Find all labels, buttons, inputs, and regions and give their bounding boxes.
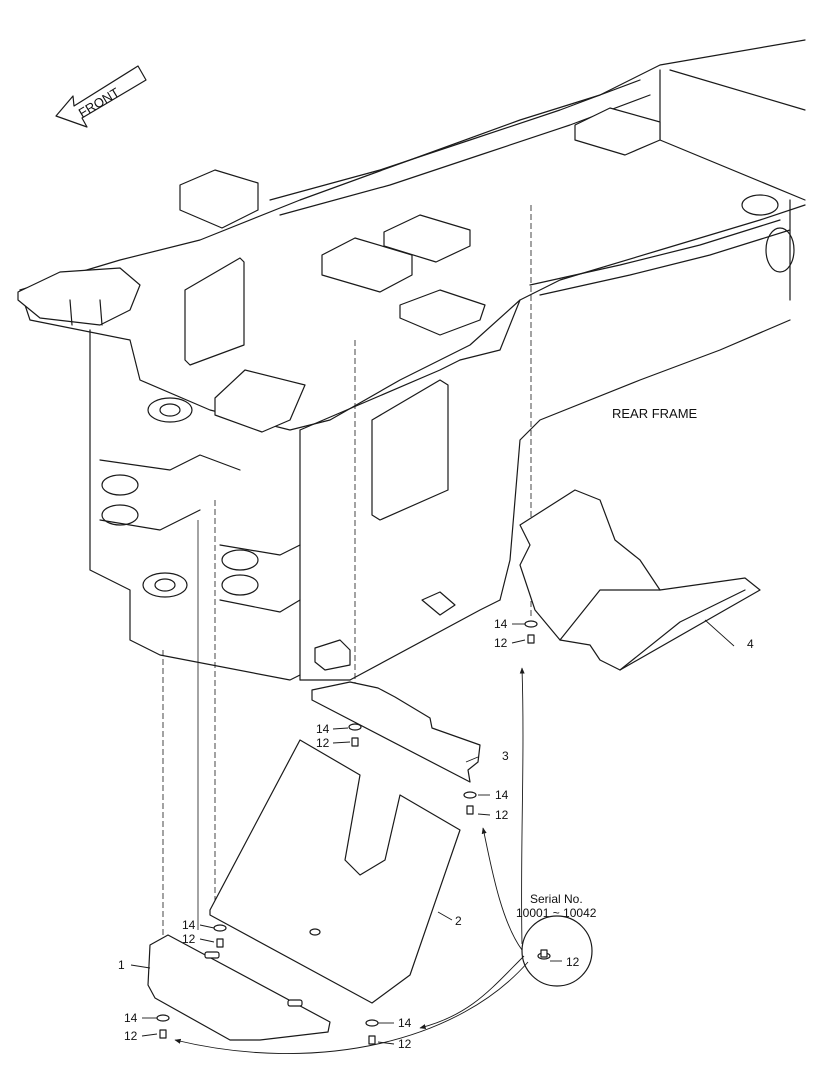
fastener-set-3b (463, 791, 477, 815)
part-2-plate (209, 739, 461, 1004)
callout-part-3: 3 (502, 749, 509, 763)
serial-number-caption: Serial No. (530, 892, 583, 906)
callout-part-2: 2 (455, 914, 462, 928)
callout-washer-set4: 14 (494, 617, 508, 631)
serial-number-range: 10001 ~ 10042 (516, 906, 597, 920)
callout-washer-set2: 14 (182, 918, 196, 932)
washer-14 (524, 620, 538, 628)
fastener-set-4 (524, 620, 538, 644)
part-3-plate (311, 681, 481, 783)
callout-washer-set1: 14 (124, 1011, 138, 1025)
callout-leaders (130, 619, 735, 1045)
front-direction-arrow: FRONT (55, 65, 147, 128)
part-4-cover (519, 489, 761, 671)
assembly-guide-lines (162, 205, 532, 935)
callout-washer-set5: 14 (398, 1016, 412, 1030)
callout-bolt-set1: 12 (124, 1029, 138, 1043)
bolt-12 (527, 634, 535, 644)
fastener-set-2 (213, 924, 227, 948)
callout-part-1: 1 (118, 958, 125, 972)
serial-detail (174, 667, 593, 1054)
fastener-set-3a (348, 723, 362, 747)
callout-bolt-set3b: 12 (495, 808, 509, 822)
callout-bolt-set4: 12 (494, 636, 508, 650)
assembly-label: REAR FRAME (612, 406, 698, 421)
callout-washer-set3b: 14 (495, 788, 509, 802)
callout-part-4: 4 (747, 637, 754, 651)
fastener-set-1 (156, 1014, 170, 1039)
callout-bolt-set2: 12 (182, 932, 196, 946)
callout-bolt-set3a: 12 (316, 736, 330, 750)
rear-frame (17, 39, 806, 681)
part-1-plate (147, 934, 331, 1041)
fastener-set-5 (365, 1019, 379, 1045)
callout-bolt-set5: 12 (398, 1037, 412, 1051)
serial-detail-part: 12 (566, 955, 580, 969)
callout-washer-set3a: 14 (316, 722, 330, 736)
